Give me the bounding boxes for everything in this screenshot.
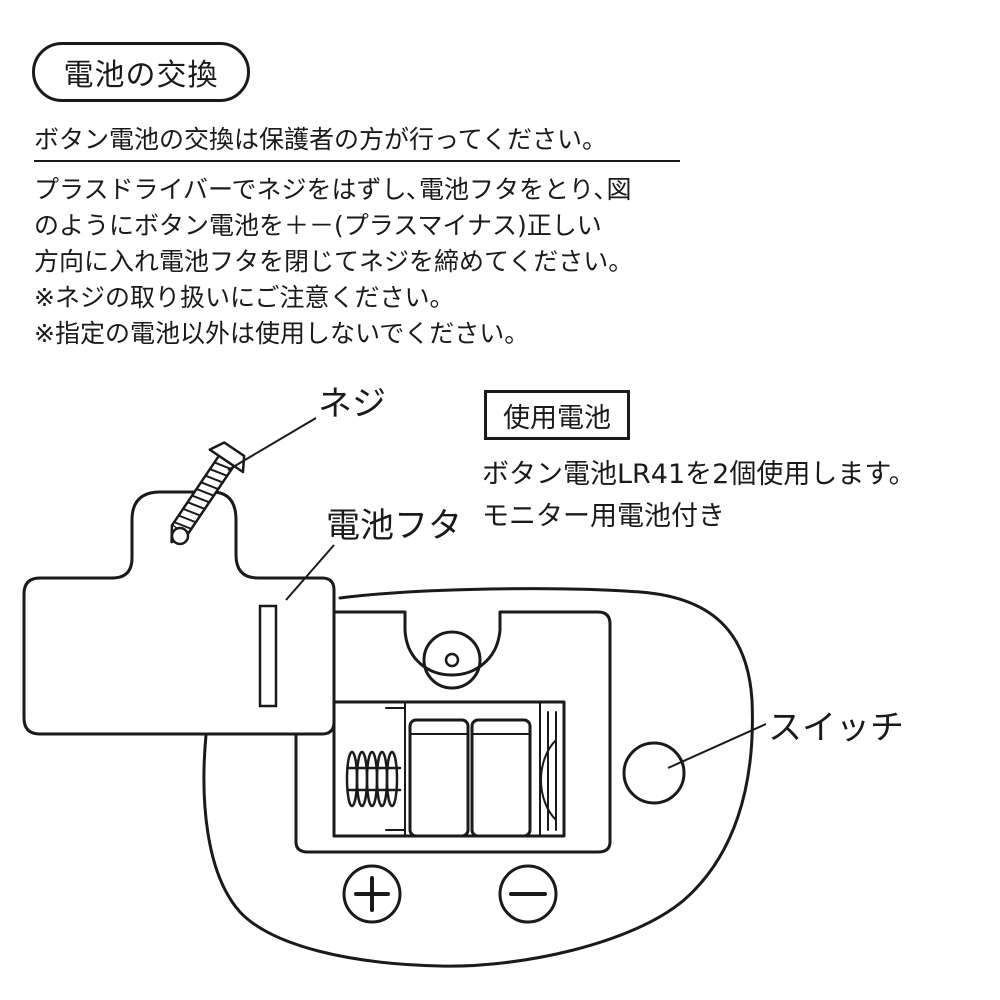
- instruction-line: のようにボタン電池を＋－(プラスマイナス)正しい: [34, 211, 602, 240]
- button-cell: [408, 718, 470, 838]
- caution-line: ※指定の電池以外は使用しないでください。: [34, 319, 530, 348]
- device-body: [202, 587, 754, 968]
- cover-leader: [285, 544, 335, 601]
- guardian-note: ボタン電池の交換は保護者の方が行ってください。: [34, 125, 608, 154]
- caution-line: ※ネジの取り扱いにご注意ください。: [34, 283, 455, 312]
- minus-symbol: [498, 864, 558, 924]
- instructions: プラスドライバーでネジをはずし､電池フタをとり､図 のようにボタン電池を＋－(プ…: [34, 172, 633, 352]
- battery-spec: ボタン電池LR41を2個使用します。: [482, 459, 916, 490]
- switch-label: スイッチ: [768, 708, 904, 748]
- contact-plate: [540, 711, 557, 831]
- screw-hole: [422, 630, 482, 690]
- spring: [345, 750, 402, 808]
- switch-button: [622, 741, 686, 805]
- screw-hole-center: [444, 652, 460, 668]
- switch-leader: [667, 723, 767, 769]
- divider: [34, 160, 680, 162]
- cover-slot: [258, 604, 278, 708]
- battery-included: モニター用電池付き: [482, 501, 725, 532]
- instruction-line: 方向に入れ電池フタを閉じてネジを締めてください。: [34, 247, 634, 276]
- compartment-recess: [294, 610, 612, 854]
- battery-cover: [22, 490, 336, 736]
- battery-heading: 使用電池: [484, 390, 630, 440]
- instruction-line: プラスドライバーでネジをはずし､電池フタをとり､図: [34, 175, 632, 204]
- cover-label: 電池フタ: [326, 506, 462, 546]
- cover-screw-hole: [170, 526, 190, 546]
- screw-label: ネジ: [318, 384, 386, 424]
- section-title: 電池の交換: [32, 42, 250, 102]
- button-cell: [470, 718, 532, 838]
- plus-symbol: [342, 864, 402, 924]
- screw-leader: [227, 417, 317, 471]
